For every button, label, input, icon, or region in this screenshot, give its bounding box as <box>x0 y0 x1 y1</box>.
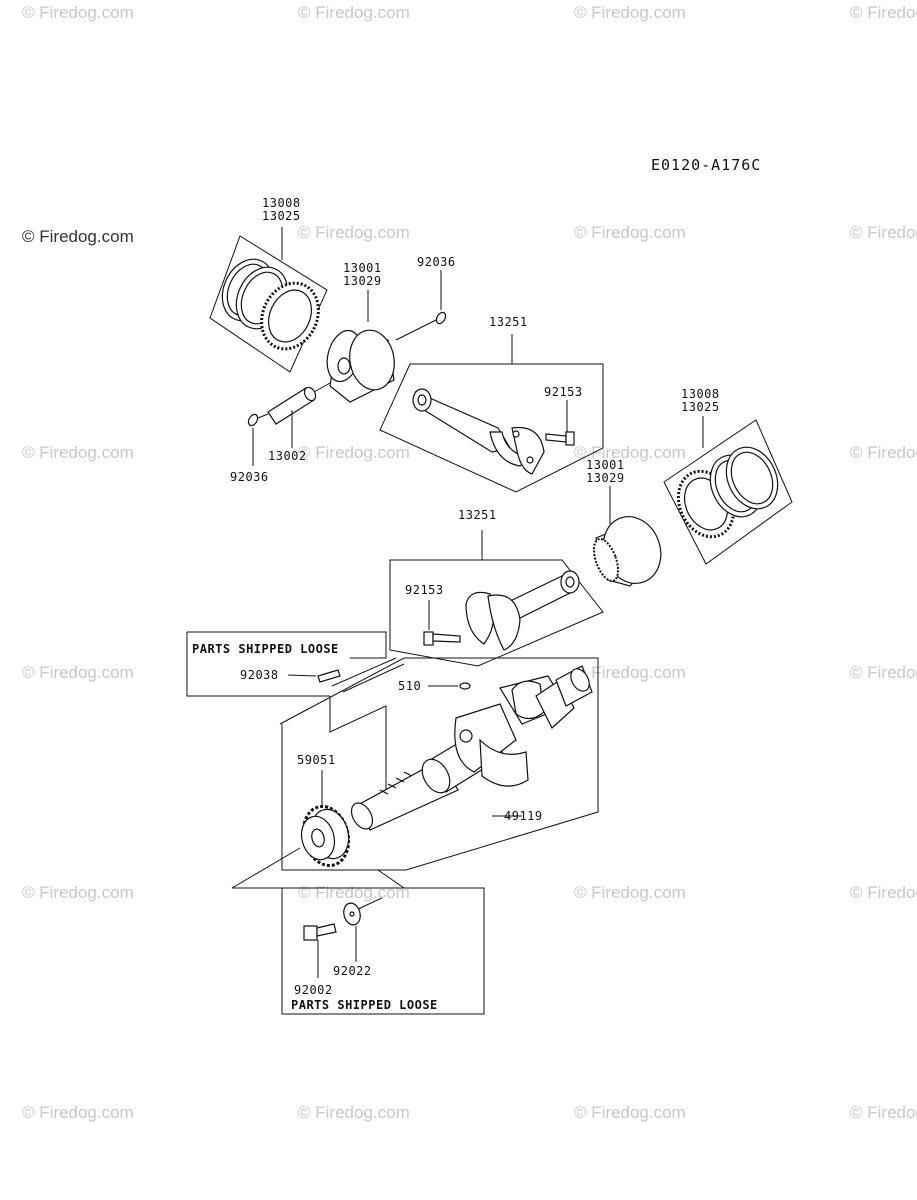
woodruff-key[interactable] <box>428 682 471 690</box>
watermark: © Firedog.com <box>298 443 410 462</box>
label-woodruff-key: 510 <box>398 679 421 693</box>
watermark: © Firedog.com <box>850 443 917 462</box>
watermark: © Firedog.com <box>574 663 686 682</box>
crank-gear[interactable] <box>297 770 355 871</box>
watermark: © Firedog.com <box>22 1103 134 1122</box>
crankshaft[interactable] <box>347 665 593 833</box>
watermark: © Firedog.com <box>850 663 917 682</box>
label-dowel-pin: 92038 <box>240 668 279 682</box>
label-conrod-bolt-lower: 92153 <box>405 583 444 597</box>
label-rings-lower-a: 13008 <box>681 387 720 401</box>
label-conrod-upper: 13251 <box>489 315 528 329</box>
label-washer: 92022 <box>333 964 372 978</box>
watermark: © Firedog.com <box>22 443 134 462</box>
watermark: © Firedog.com <box>22 3 134 22</box>
loose-note-top: PARTS SHIPPED LOOSE <box>192 642 339 656</box>
label-piston-lower-b: 13029 <box>586 471 625 485</box>
label-piston-lower-a: 13001 <box>586 458 625 472</box>
label-conrod-lower: 13251 <box>458 508 497 522</box>
watermark: © Firedog.com <box>850 883 917 902</box>
watermark: © Firedog.com <box>298 3 410 22</box>
label-conrod-bolt-upper: 92153 <box>544 385 583 399</box>
watermark: © Firedog.com <box>298 1103 410 1122</box>
rings-upper[interactable] <box>209 227 329 373</box>
piston-pin[interactable] <box>267 382 331 448</box>
bolt[interactable] <box>303 923 337 978</box>
watermark: © Firedog.com <box>850 3 917 22</box>
watermark: © Firedog.com <box>574 883 686 902</box>
watermark: © Firedog.com <box>574 3 686 22</box>
label-bolt: 92002 <box>294 983 333 997</box>
circlip-upper-bottom[interactable] <box>247 413 269 466</box>
conrod-lower[interactable] <box>389 530 604 667</box>
piston-lower[interactable] <box>589 486 670 592</box>
dowel-pin[interactable] <box>287 657 405 693</box>
watermark: © Firedog.com <box>850 223 917 242</box>
label-rings-upper-b: 13025 <box>262 209 301 223</box>
diagram-code: E0120-A176C <box>651 156 761 174</box>
loose-parts-box-bottom <box>281 887 485 1015</box>
conrod-upper[interactable] <box>379 334 604 493</box>
watermark: © Firedog.com <box>22 663 134 682</box>
watermark: © Firedog.com <box>850 1103 917 1122</box>
label-piston-upper-a: 13001 <box>343 261 382 275</box>
watermark-dark: © Firedog.com <box>22 227 134 246</box>
watermark: © Firedog.com <box>574 443 686 462</box>
label-crank-gear: 59051 <box>297 753 336 767</box>
piston-upper[interactable] <box>322 290 399 403</box>
conrod-bolt-lower[interactable] <box>423 600 461 646</box>
watermark: © Firedog.com <box>574 223 686 242</box>
rings-lower[interactable] <box>663 416 793 565</box>
loose-note-bottom: PARTS SHIPPED LOOSE <box>291 998 438 1012</box>
conrod-bolt-upper[interactable] <box>545 400 575 446</box>
watermark: © Firedog.com <box>22 883 134 902</box>
label-rings-upper-a: 13008 <box>262 196 301 210</box>
watermark: © Firedog.com <box>298 223 410 242</box>
watermark: © Firedog.com <box>574 1103 686 1122</box>
label-circlip-upper-bottom: 92036 <box>230 470 269 484</box>
washer[interactable] <box>341 901 362 962</box>
loose-parts-box-top <box>186 631 387 697</box>
label-piston-pin: 13002 <box>268 449 307 463</box>
circlip-upper-top[interactable] <box>395 270 447 341</box>
watermarks: © Firedog.com © Firedog.com © Firedog.co… <box>22 3 917 1122</box>
label-rings-lower-b: 13025 <box>681 400 720 414</box>
label-piston-upper-b: 13029 <box>343 274 382 288</box>
watermark: © Firedog.com <box>298 883 410 902</box>
label-crankshaft: 49119 <box>504 809 543 823</box>
label-circlip-upper-top: 92036 <box>417 255 456 269</box>
